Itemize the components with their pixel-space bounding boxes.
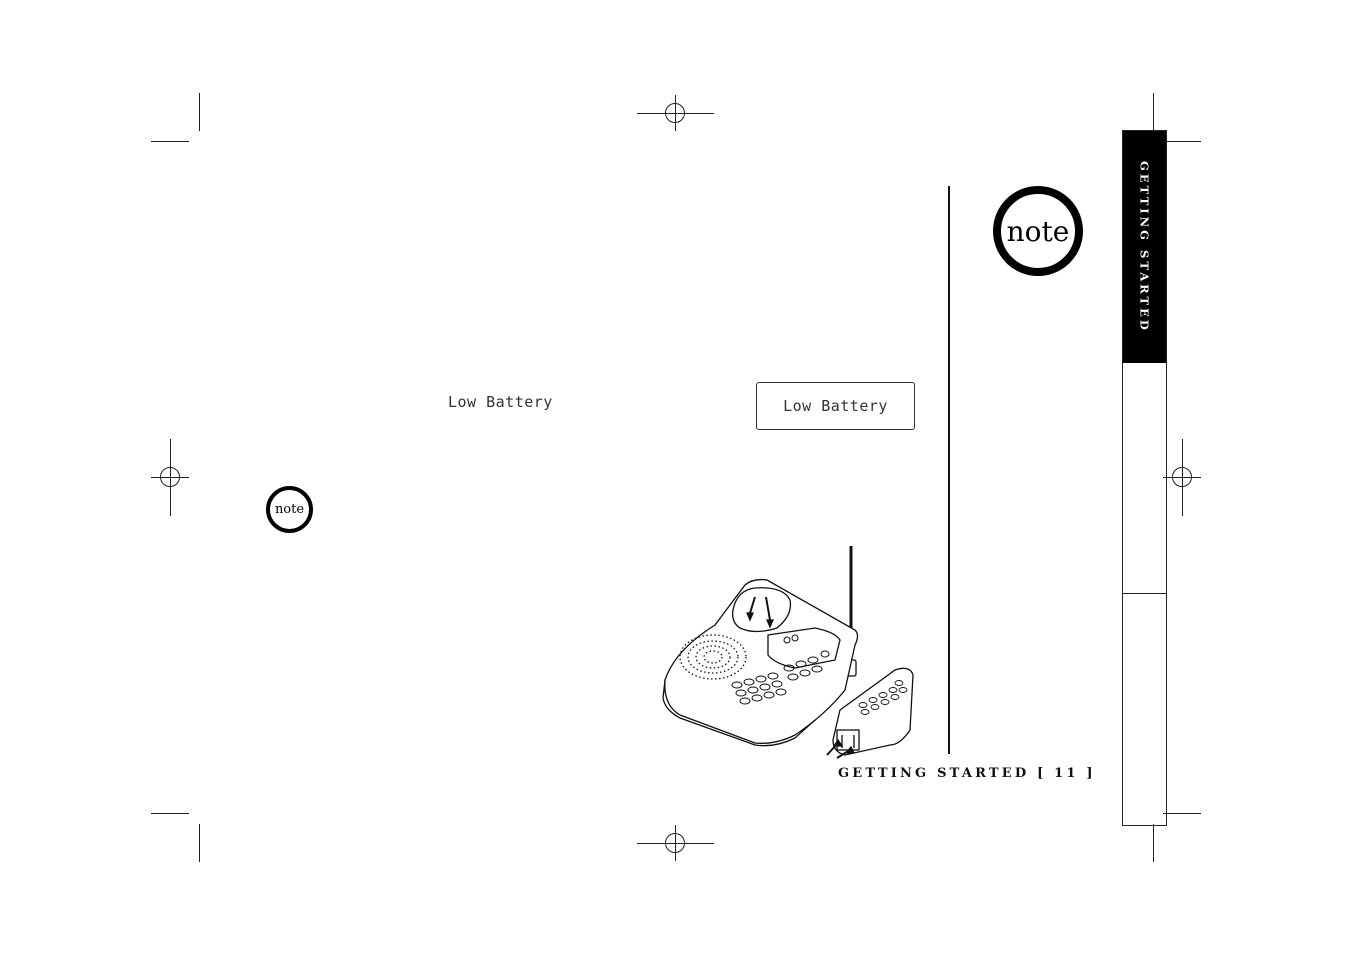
- page-footer: GETTING STARTED [ 11 ]: [838, 766, 1096, 781]
- side-tab-divider: [1123, 593, 1166, 594]
- crop-mark: [1163, 813, 1201, 814]
- note-badge-label: note: [1006, 214, 1070, 248]
- crop-mark: [151, 813, 189, 814]
- lcd-display: Low Battery: [756, 382, 915, 430]
- side-tab-label: GETTING STARTED: [1137, 161, 1152, 333]
- footer-section: GETTING STARTED: [838, 766, 1030, 781]
- lcd-display-text: Low Battery: [783, 397, 888, 415]
- footer-page-number: [ 11 ]: [1037, 766, 1096, 781]
- note-badge-label: note: [274, 502, 305, 517]
- crop-mark: [199, 93, 200, 131]
- note-badge-large: note: [993, 186, 1083, 276]
- column-divider: [948, 186, 950, 754]
- note-badge-small: note: [266, 486, 313, 533]
- section-side-tab: GETTING STARTED: [1122, 130, 1167, 826]
- crop-mark: [1153, 93, 1154, 131]
- lcd-inline-text: Low Battery: [448, 393, 553, 411]
- crop-mark: [151, 141, 189, 142]
- crop-mark: [1163, 141, 1201, 142]
- crop-mark: [1153, 824, 1154, 862]
- crop-mark: [199, 824, 200, 862]
- side-tab-active: GETTING STARTED: [1123, 131, 1166, 363]
- phone-base-with-handset-icon: [662, 546, 914, 759]
